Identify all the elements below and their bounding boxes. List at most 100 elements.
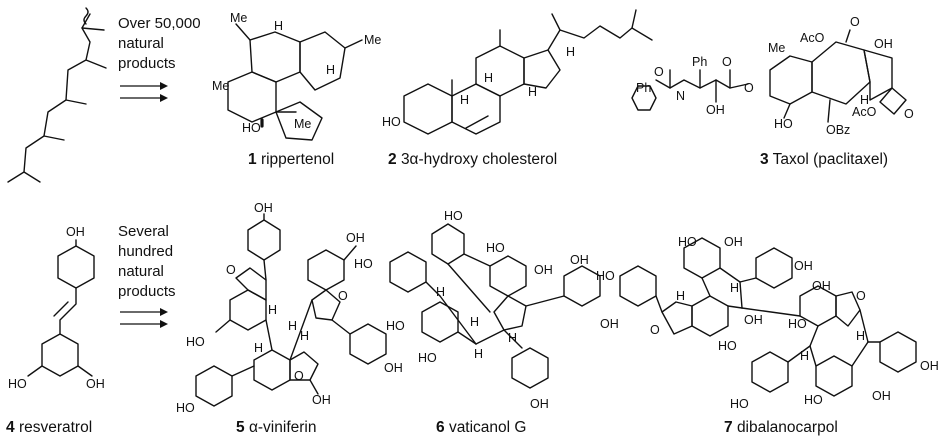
ho-label: HO: [730, 397, 749, 411]
ho-label: HO: [444, 209, 463, 223]
oh-label: OH: [254, 201, 273, 215]
compound-6-number: 6: [436, 419, 445, 436]
bottom-note-line-1: Several: [118, 223, 169, 240]
h-label: H: [474, 347, 483, 361]
ho-label: HO: [386, 319, 405, 333]
me-label: Me: [768, 41, 785, 55]
o-label: O: [294, 369, 304, 383]
ho-label: HO: [418, 351, 437, 365]
o-label: O: [338, 289, 348, 303]
me-label: Me: [294, 117, 311, 131]
bottom-note-line-2: hundred: [118, 243, 173, 260]
oh-label: OH: [384, 361, 403, 375]
h-label: H: [566, 45, 575, 59]
me-label: Me: [364, 33, 381, 47]
h-label: H: [288, 319, 297, 333]
h-label: H: [470, 315, 479, 329]
ho-label: HO: [8, 377, 27, 391]
compound-4-name: resveratrol: [19, 419, 92, 436]
compound-6-name: vaticanol G: [449, 419, 527, 436]
h-label: H: [254, 341, 263, 355]
ho-label: HO: [774, 117, 793, 131]
compound-4-caption: 4 resveratrol: [6, 419, 92, 436]
h-label: H: [676, 289, 685, 303]
h-label: H: [436, 285, 445, 299]
ho-label: HO: [186, 335, 205, 349]
h-label: H: [860, 93, 869, 107]
h-label: H: [460, 93, 469, 107]
ho-label: HO: [354, 257, 373, 271]
compound-2-caption: 2 3α-hydroxy cholesterol: [388, 151, 557, 168]
compound-1-caption: 1 rippertenol: [248, 151, 334, 168]
polyprenyl-chain-structure: [7, 7, 107, 183]
oh-label: OH: [724, 235, 743, 249]
bottom-note-line-4: products: [118, 283, 176, 300]
oh-label: OH: [86, 377, 105, 391]
oh-label: OH: [872, 389, 891, 403]
bottom-arrows: [120, 308, 168, 328]
n-label: N: [676, 89, 685, 103]
hydroxy-cholesterol-structure: HO H H H H: [382, 9, 653, 135]
me-label: Me: [212, 79, 229, 93]
compound-3-name: Taxol (paclitaxel): [773, 151, 888, 168]
ho-label: HO: [718, 339, 737, 353]
h-label: H: [730, 281, 739, 295]
compound-6-caption: 6 vaticanol G: [436, 419, 526, 436]
ho-label: HO: [804, 393, 823, 407]
obz-label: OBz: [826, 123, 850, 137]
compound-7-caption: 7 dibalanocarpol: [724, 419, 838, 436]
rippertenol-structure: Me Me Me Me H H HO: [212, 11, 381, 141]
o-label: O: [226, 263, 236, 277]
oh-label: OH: [920, 359, 939, 373]
ho-label: HO: [596, 269, 615, 283]
ho-label: HO: [678, 235, 697, 249]
h-label: H: [800, 349, 809, 363]
h-label: H: [484, 71, 493, 85]
ho-label: HO: [788, 317, 807, 331]
compound-4-number: 4: [6, 419, 15, 436]
compound-2-number: 2: [388, 151, 397, 168]
h-label: H: [856, 329, 865, 343]
oh-label: OH: [706, 103, 725, 117]
ph-label: Ph: [636, 81, 651, 95]
ph-label: Ph: [692, 55, 707, 69]
oh-label: OH: [570, 253, 589, 267]
h-label: H: [326, 63, 335, 77]
top-note-line-3: products: [118, 55, 176, 72]
compound-5-name: α-viniferin: [249, 419, 317, 436]
ho-label: HO: [176, 401, 195, 415]
o-label: O: [654, 65, 664, 79]
top-note: Over 50,000 natural products: [118, 15, 201, 72]
o-label: O: [904, 107, 914, 121]
compound-5-number: 5: [236, 419, 245, 436]
ho-label: HO: [382, 115, 401, 129]
aco-label: AcO: [800, 31, 825, 45]
h-label: H: [274, 19, 283, 33]
alpha-viniferin-structure: OH OH O O O HO OH OH HO H H H H: [176, 201, 403, 415]
compound-1-name: rippertenol: [261, 151, 334, 168]
bottom-note-line-3: natural: [118, 263, 164, 280]
oh-label: OH: [794, 259, 813, 273]
oh-label: OH: [66, 225, 85, 239]
taxol-structure: Ph O N Ph OH O O Me AcO O OH HO OBz AcO …: [631, 15, 914, 137]
compound-3-caption: 3 Taxol (paclitaxel): [760, 151, 888, 168]
resveratrol-structure: OH HO OH: [8, 225, 105, 391]
o-label: O: [850, 15, 860, 29]
top-note-line-2: natural: [118, 35, 164, 52]
o-label: O: [744, 81, 754, 95]
compound-3-number: 3: [760, 151, 769, 168]
h-label: H: [268, 303, 277, 317]
compound-1-number: 1: [248, 151, 257, 168]
compound-7-number: 7: [724, 419, 733, 436]
aco-label: AcO: [852, 105, 877, 119]
oh-label: OH: [600, 317, 619, 331]
me-label: Me: [230, 11, 247, 25]
o-label: O: [722, 55, 732, 69]
oh-label: OH: [530, 397, 549, 411]
vaticanol-g-structure: HO HO HO OH OH OH HO HO OH H H H H: [354, 209, 619, 411]
compound-5-caption: 5 α-viniferin: [236, 419, 316, 436]
oh-label: OH: [534, 263, 553, 277]
h-label: H: [528, 85, 537, 99]
ho-label: HO: [242, 121, 261, 135]
